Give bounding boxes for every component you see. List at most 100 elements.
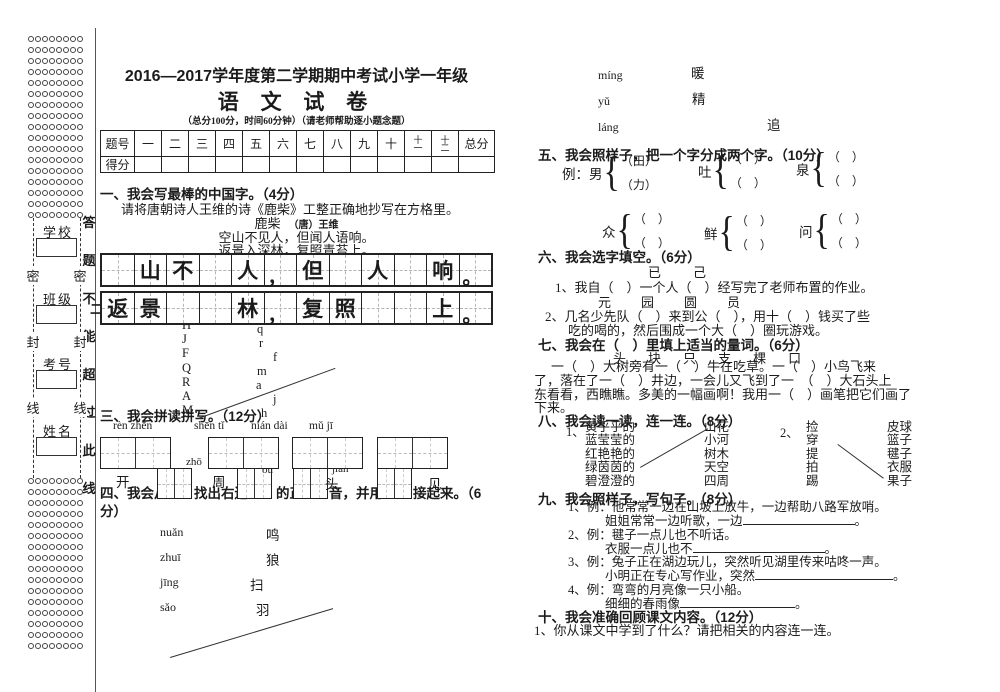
punch-circle bbox=[56, 632, 62, 638]
punch-circle bbox=[77, 511, 83, 517]
punch-circle bbox=[70, 566, 76, 572]
split-bottom-blank: （ ） bbox=[735, 238, 772, 252]
punch-circle bbox=[35, 190, 41, 196]
punch-circle bbox=[77, 157, 83, 163]
score-table-header-cell: 八 bbox=[324, 131, 351, 157]
punch-circle bbox=[35, 157, 41, 163]
score-cell bbox=[297, 157, 324, 172]
punch-circle bbox=[63, 69, 69, 75]
punch-circle bbox=[35, 533, 41, 539]
source-character: 男 bbox=[589, 166, 603, 182]
q8-group2-label: 2、 bbox=[780, 426, 799, 440]
q6-line1: 1、我自（ ）一个人（ ）经写完了老师布置的作业。 bbox=[555, 280, 874, 295]
punch-circle bbox=[77, 124, 83, 130]
writing-grid-cell bbox=[394, 293, 427, 323]
school-label: 学校 bbox=[43, 225, 74, 240]
split-top-blank: （ ） bbox=[729, 152, 766, 166]
punch-circle bbox=[42, 632, 48, 638]
uppercase-letter: R bbox=[182, 374, 191, 389]
punch-circle bbox=[35, 47, 41, 53]
punch-circle bbox=[28, 47, 34, 53]
q7-title: 七、我会在（ ）里填上适当的量词。（6分） bbox=[538, 338, 809, 353]
match-item: 穿 bbox=[806, 433, 819, 448]
writing-grid-cell: ， bbox=[264, 255, 297, 288]
punch-circle bbox=[56, 58, 62, 64]
punch-circle bbox=[42, 124, 48, 130]
choice-char: 头 bbox=[613, 351, 627, 366]
punch-circle bbox=[77, 91, 83, 97]
exam-note: （总分100分，时间60分钟）（请老师帮助逐小题念题） bbox=[182, 117, 411, 127]
uppercase-letter: H bbox=[182, 318, 192, 332]
example-label: 例： bbox=[562, 166, 589, 182]
writing-grid-cell: 林 bbox=[232, 293, 265, 323]
match-item: 四周 bbox=[704, 473, 730, 488]
punch-circle bbox=[28, 632, 34, 638]
punch-circle bbox=[63, 135, 69, 141]
q4-char: 周 bbox=[212, 475, 226, 490]
score-cell: 得分 bbox=[101, 157, 135, 172]
q9-items: 1、例：他常常一边在山坡上放牛，一边帮助八路军放哨。姐姐常常一边听歌，一边。2、… bbox=[538, 500, 906, 611]
punch-circle bbox=[28, 555, 34, 561]
punch-circle bbox=[63, 577, 69, 583]
punch-circle bbox=[70, 489, 76, 495]
writing-grid-cell: 山 bbox=[134, 255, 167, 285]
punch-circle bbox=[49, 146, 55, 152]
match-item: 碧澄澄的 bbox=[585, 473, 636, 488]
punch-circle bbox=[56, 212, 62, 218]
punch-circle bbox=[35, 566, 41, 572]
punch-circle bbox=[42, 102, 48, 108]
punch-circle bbox=[49, 610, 55, 616]
match-line-q8-2 bbox=[837, 444, 884, 479]
split-char-group: 问{（ ）（ ） bbox=[799, 209, 867, 252]
punch-circle bbox=[77, 566, 83, 572]
exam-title: 2016—2017学年度第二学期期中考试小学一年级 bbox=[124, 68, 469, 85]
writing-grid-row2: 返景林，复照上。 bbox=[100, 291, 493, 326]
match-character: 鸣 bbox=[266, 528, 280, 543]
brace-glyph: { bbox=[718, 208, 735, 255]
match-pinyin: nuǎn bbox=[160, 525, 184, 539]
punch-circle bbox=[35, 201, 41, 207]
match-item: 拍 bbox=[806, 460, 819, 475]
q9-answer-suffix: 。 bbox=[893, 569, 906, 584]
punch-circle bbox=[77, 201, 83, 207]
punch-circle bbox=[49, 157, 55, 163]
writing-grid-cell: 复 bbox=[297, 293, 330, 323]
punch-circle bbox=[56, 102, 62, 108]
punch-circle bbox=[63, 113, 69, 119]
punch-circle bbox=[63, 522, 69, 528]
tianzige-box bbox=[208, 437, 279, 469]
punch-circle bbox=[28, 522, 34, 528]
punch-circle bbox=[77, 47, 83, 53]
match-character: 羽 bbox=[256, 603, 270, 618]
punch-circle bbox=[28, 80, 34, 86]
writing-grid-cell: 人 bbox=[362, 255, 395, 285]
score-cell bbox=[135, 157, 162, 172]
punch-circle bbox=[49, 577, 55, 583]
pinyin-fragment: ou bbox=[262, 464, 273, 476]
school-field bbox=[36, 238, 77, 257]
punch-circle bbox=[70, 47, 76, 53]
match-item: 绿茵茵的 bbox=[585, 460, 636, 475]
punch-circle bbox=[77, 190, 83, 196]
punch-circle bbox=[70, 533, 76, 539]
punch-circle bbox=[63, 179, 69, 185]
match-item: 衣服 bbox=[887, 460, 913, 475]
punch-circle bbox=[49, 566, 55, 572]
answer-box bbox=[377, 468, 412, 499]
punch-circle bbox=[70, 511, 76, 517]
page-rule bbox=[95, 28, 96, 692]
punch-circle bbox=[63, 58, 69, 64]
punch-circle bbox=[77, 544, 83, 550]
punch-circle bbox=[42, 69, 48, 75]
punch-circle bbox=[77, 577, 83, 583]
punch-circle bbox=[63, 566, 69, 572]
source-character: 吐 bbox=[698, 164, 712, 180]
uppercase-letter: M bbox=[182, 403, 194, 418]
punch-circle bbox=[77, 500, 83, 506]
choice-char: 己 bbox=[693, 265, 707, 280]
punch-circle bbox=[28, 599, 34, 605]
split-char-group: 例：男{（田）（力） bbox=[562, 151, 657, 194]
punch-circle bbox=[77, 102, 83, 108]
punch-circle bbox=[28, 91, 34, 97]
punch-circle bbox=[63, 168, 69, 174]
